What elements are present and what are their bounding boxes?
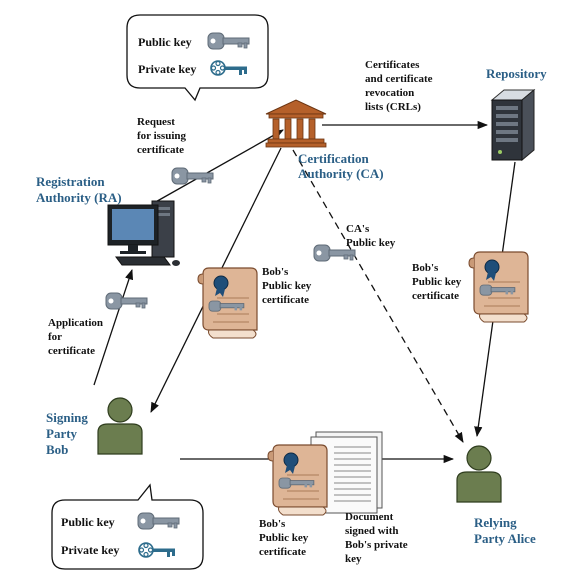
ra-title-line1: Registration [36,174,105,189]
repository-title: Repository [486,66,547,81]
svg-text:key: key [345,553,362,565]
cert-middle-label: Bob's Public key certificate [262,266,312,306]
svg-text:Bob's: Bob's [259,518,286,530]
svg-text:Certificates: Certificates [365,59,420,71]
svg-text:certificate: certificate [262,294,309,306]
speech-bubble-top: Public key Private key [126,14,269,102]
svg-text:Application: Application [48,317,103,329]
ca-pubkey-label: CA's Public key [346,223,396,249]
ra-title-line2: Authority (RA) [36,190,122,205]
cert-bottom-label: Bob's Public key certificate [259,518,309,558]
person-bob-icon [97,397,143,455]
svg-text:Request: Request [137,116,175,128]
svg-text:certificate: certificate [412,290,459,302]
svg-text:Public key: Public key [262,280,312,292]
svg-text:for: for [48,331,62,343]
arrow-ra-to-ca [151,129,284,205]
svg-text:certificate: certificate [259,546,306,558]
certificate-icon-middle [197,267,258,339]
svg-text:Public key: Public key [346,237,396,249]
relying-title-line2: Party Alice [474,531,536,546]
bubble-bottom-private-key-label: Private key [61,543,119,557]
signer-title-line2: Party [46,426,78,441]
server-icon [490,88,536,162]
cert-right-label: Bob's Public key certificate [412,262,462,302]
request-label: Request for issuing certificate [137,116,187,156]
svg-text:Public key: Public key [259,532,309,544]
svg-text:Bob's private: Bob's private [345,539,408,551]
relying-title-line1: Relying [474,515,517,530]
person-alice-icon [456,445,502,503]
arrow-bob-to-ra [93,269,134,386]
bubble-top-private-key-label: Private key [138,62,196,76]
svg-text:Public key: Public key [412,276,462,288]
crl-label: Certificates and certificate revocation … [365,59,433,113]
ca-title-line1: Certification [298,151,370,166]
application-public-key-icon [105,292,148,310]
signer-title-line1: Signing [46,410,88,425]
svg-text:Bob's: Bob's [412,262,439,274]
computer-icon [107,200,180,266]
svg-text:lists (CRLs): lists (CRLs) [365,101,421,113]
signer-title-line3: Bob [46,442,68,457]
svg-text:signed with: signed with [345,525,399,537]
ca-title-line2: Authority (CA) [298,166,384,181]
svg-text:CA's: CA's [346,223,370,235]
svg-text:Document: Document [345,511,394,523]
svg-text:revocation: revocation [365,87,414,99]
speech-bubble-bottom: Public key Private key [51,483,204,570]
application-label: Application for certificate [48,317,103,357]
arrow-ca-to-alice-dashed [292,149,464,443]
svg-text:certificate: certificate [48,345,95,357]
svg-text:and certificate: and certificate [365,73,433,85]
certificate-icon-bottom [267,444,328,516]
bubble-top-public-key-label: Public key [138,35,192,49]
svg-text:Bob's: Bob's [262,266,289,278]
bank-building-icon [265,99,327,148]
bubble-bottom-public-key-label: Public key [61,515,115,529]
svg-text:certificate: certificate [137,144,184,156]
doc-label: Document signed with Bob's private key [345,511,408,565]
svg-text:for issuing: for issuing [137,130,187,142]
certificate-icon-right [468,251,529,323]
